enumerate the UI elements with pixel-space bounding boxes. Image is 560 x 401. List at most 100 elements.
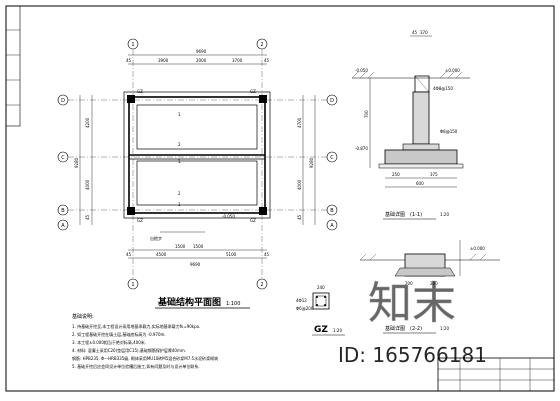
dim-text: 1500 <box>175 244 186 249</box>
dim-text: 3700 <box>232 58 243 63</box>
dim-text: 45 <box>412 30 418 35</box>
elevation-label: ±0.000 <box>470 246 485 251</box>
binding-strip <box>5 5 21 127</box>
section-scale: 1:20 <box>440 326 449 331</box>
section-mark: 1 <box>178 202 181 207</box>
column-label: GZ <box>250 89 256 94</box>
dim-text: 250 <box>392 172 400 177</box>
plan-title: 基础结构平面图 <box>157 296 221 308</box>
dim-total: 9280 <box>74 157 79 168</box>
section-2-2: ±0.000 200 200 基础详图 (2-2) 1:20 <box>359 240 500 334</box>
section-wall <box>412 91 430 145</box>
axis-label: B <box>330 208 334 214</box>
dim-text: 45 <box>126 58 132 63</box>
elevation-label: -0.050 <box>355 68 368 73</box>
axis-label: C <box>330 155 334 161</box>
section-1-1: 45 370 ±0.000 -0.050 -0.870 700 4Φ8@150 … <box>351 30 470 220</box>
dim-text: 600 <box>416 181 424 186</box>
dim-text: 5100 <box>226 252 237 257</box>
note-line: 2. 如工程基础开挖在填土层,基础底标高为 -0.970m. <box>72 331 166 337</box>
sheet-border <box>5 5 555 392</box>
dim-total: 9280 <box>309 157 314 168</box>
axis-label: D <box>330 98 334 104</box>
note-line: 1. 持基础开挖至,本工程设计采用地基承载力,实际地基承载力fk=90kpa. <box>72 323 200 329</box>
column-label: GZ <box>137 218 143 223</box>
dim-text: 200 <box>430 281 438 286</box>
watermark: 知末 ID: 165766181 <box>338 278 487 367</box>
section-footing <box>384 149 458 165</box>
axis-label: 1 <box>131 42 134 48</box>
axis-label: A <box>61 223 65 229</box>
elevation-label: -0.050 <box>222 214 235 219</box>
dim-text: 45 <box>85 214 90 220</box>
axis-label: D <box>61 98 65 104</box>
dim-total: 9690 <box>196 49 207 54</box>
stirrup-note: Φ8@150 <box>440 129 458 134</box>
dim-text: 375 <box>430 172 438 177</box>
dim-text: 4500 <box>156 252 167 257</box>
axis-label: 1 <box>131 282 134 288</box>
dim-text: 45 <box>264 58 270 63</box>
column-gz <box>259 207 267 215</box>
plan-scale: 1:100 <box>226 301 240 307</box>
dim-text: 4200 <box>85 117 90 128</box>
title-block <box>437 357 555 392</box>
stirrup-note: Φ6@200 <box>296 306 314 311</box>
axis-label: B <box>61 208 65 214</box>
dim-text: 4000 <box>85 179 90 190</box>
dim-text: 2000 <box>196 58 207 63</box>
watermark-id: ID: 165766181 <box>338 343 487 367</box>
notes-heading: 基础说明: <box>72 313 94 320</box>
axis-label: C <box>61 155 65 161</box>
section-tag: (2-2) <box>410 326 422 332</box>
dim-text: 45 <box>126 252 132 257</box>
dim-text: 370 <box>420 30 428 35</box>
rebar-note: 4Φ8@150 <box>433 86 453 91</box>
section-title: 基础详图 <box>385 211 405 218</box>
watermark-logo: 知末 <box>368 278 456 329</box>
section-mark: 1 <box>178 159 181 164</box>
axis-label: A <box>330 223 334 229</box>
gz-column-detail: 240 4Φ12 Φ6@200 GZ 1:20 <box>296 285 345 336</box>
section-scale: 1:20 <box>440 212 449 217</box>
dim-text: 200 <box>405 281 413 286</box>
rebar-note: 4Φ12 <box>296 298 307 303</box>
note-line: 4. 材料: 混凝土采用C20(垫层用C15),基础钢筋保护层厚40mm. <box>72 347 186 353</box>
dim-text: 1500 <box>193 244 204 249</box>
gz-scale: 1:20 <box>333 328 342 333</box>
note-line: 钢筋: HPB235, Φ—HRB335级, 砌体采用MU10砖M5混合砂浆M7… <box>72 355 218 361</box>
design-notes: 基础说明: 1. 持基础开挖至,本工程设计采用地基承载力,实际地基承载力fk=9… <box>72 313 218 369</box>
section-mark: 1 <box>178 112 181 117</box>
axis-bubble-1-bottom <box>127 278 139 290</box>
axis-label: 2 <box>260 42 263 48</box>
foundation-plan: 1 2 1 2 45 3900 2000 3700 45 9690 D C B … <box>57 38 338 309</box>
column-gz <box>259 95 267 103</box>
door-label: 出檐步 <box>150 235 162 241</box>
column-label: GZ <box>137 89 143 94</box>
dim-total: 9690 <box>190 262 201 267</box>
section-mark: 2 <box>178 142 181 147</box>
note-line: 5. 基础开挖后应会同设计单位验槽后施工,如有问题及时与设计单位联系. <box>72 363 200 369</box>
axis-bubble-2-bottom <box>256 278 268 290</box>
column-label: GZ <box>250 218 256 223</box>
dim-text: 45 <box>264 252 270 257</box>
dim-text: 700 <box>364 110 369 118</box>
dim-text: 45 <box>297 214 302 220</box>
column-gz <box>127 95 135 103</box>
dim-text: 240 <box>317 285 325 290</box>
section-mark: 2 <box>178 191 181 196</box>
section-tag: (1-1) <box>410 212 422 218</box>
dim-text: 4700 <box>297 117 302 128</box>
axis-label: 2 <box>260 282 263 288</box>
gz-title: GZ <box>314 325 328 335</box>
column-gz <box>127 207 135 215</box>
section-title: 基础详图 <box>385 325 405 332</box>
elevation-label: ±0.000 <box>445 68 460 73</box>
elevation-label: -0.870 <box>355 146 368 151</box>
foundation-outline <box>123 91 271 219</box>
note-line: 3. 本工程±0.000相当于绝对标高,400米. <box>72 339 146 345</box>
dim-text: 3900 <box>158 58 169 63</box>
dim-text: 4000 <box>297 179 302 190</box>
